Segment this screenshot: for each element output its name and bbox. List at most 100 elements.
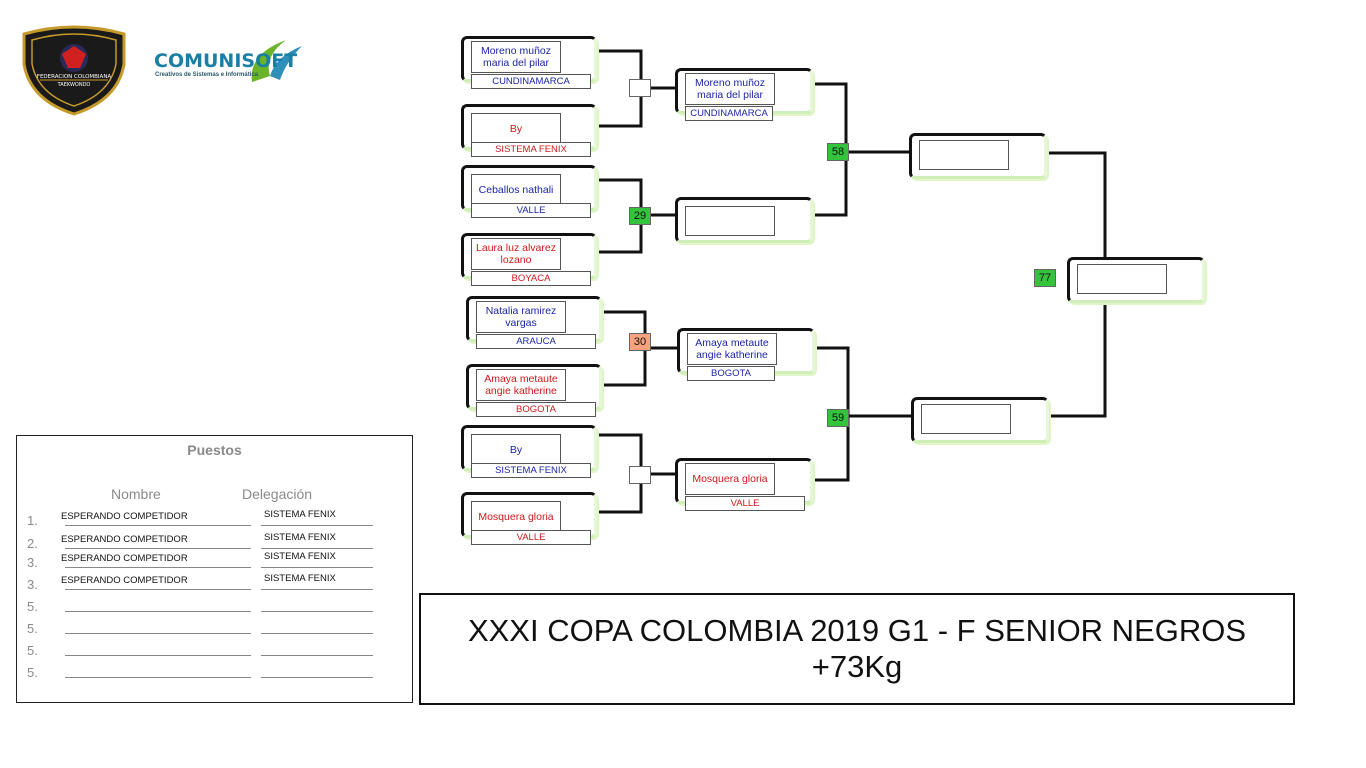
brand-name: COMUNISOFT — [154, 50, 298, 72]
svg-text:FEDERACION COLOMBIANA: FEDERACION COLOMBIANA — [37, 74, 112, 80]
underline — [65, 567, 251, 568]
competitor-slot[interactable] — [675, 197, 813, 243]
tournament-title: XXXI COPA COLOMBIA 2019 G1 - F SENIOR NE… — [467, 613, 1247, 684]
underline — [65, 611, 251, 612]
standings-title: Puestos — [187, 442, 242, 458]
competitor-name: By — [471, 434, 561, 466]
underline — [261, 525, 373, 526]
competitor-name: By — [471, 113, 561, 145]
underline — [261, 633, 373, 634]
comunisoft-logo: COMUNISOFT Creativos de Sistemas e Infor… — [154, 36, 330, 92]
column-header-nombre: Nombre — [111, 486, 161, 502]
standings-row: 3. ESPERANDO COMPETIDOR SISTEMA FENIX — [17, 573, 412, 595]
standings-row: 5. — [17, 597, 412, 617]
svg-text:TAEKWONDO: TAEKWONDO — [57, 82, 91, 88]
column-header-delegacion: Delegación — [242, 486, 313, 502]
underline — [261, 677, 373, 678]
competitor-slot[interactable]: Laura luz alvarez lozano BOYACA — [461, 233, 597, 286]
underline — [65, 525, 251, 526]
match-number-badge: 30 — [629, 333, 651, 351]
place-name: ESPERANDO COMPETIDOR — [61, 553, 188, 564]
competitor-delegation: BOYACA — [471, 271, 591, 286]
competitor-name: Ceballos nathali — [471, 174, 561, 206]
standings-panel: Puestos Nombre Delegación 1. ESPERANDO C… — [16, 435, 413, 703]
underline — [65, 655, 251, 656]
tournament-title-box: XXXI COPA COLOMBIA 2019 G1 - F SENIOR NE… — [419, 593, 1295, 705]
competitor-delegation: CUNDINAMARCA — [471, 74, 591, 89]
federation-logo: FEDERACION COLOMBIANA TAEKWONDO — [22, 25, 126, 116]
match-number-badge — [629, 466, 651, 484]
place-number: 5. — [27, 665, 38, 680]
standings-row: 1. ESPERANDO COMPETIDOR SISTEMA FENIX — [17, 509, 412, 531]
place-number: 5. — [27, 643, 38, 658]
underline — [261, 567, 373, 568]
underline — [261, 655, 373, 656]
competitor-delegation: VALLE — [685, 496, 805, 511]
competitor-slot[interactable]: By SISTEMA FENIX — [461, 104, 597, 157]
place-delegation: SISTEMA FENIX — [264, 551, 336, 562]
competitor-slot[interactable]: By SISTEMA FENIX — [461, 425, 597, 478]
match-number-badge: 29 — [629, 207, 651, 225]
competitor-delegation: BOGOTA — [687, 366, 775, 381]
brand-tagline: Creativos de Sistemas e Informática — [155, 72, 259, 78]
competitor-slot[interactable]: Moreno muñoz maria del pilar CUNDINAMARC… — [675, 68, 813, 121]
competitor-name: Laura luz alvarez lozano — [471, 238, 561, 270]
place-delegation: SISTEMA FENIX — [264, 532, 336, 543]
place-delegation: SISTEMA FENIX — [264, 573, 336, 584]
semifinal-slot[interactable] — [909, 133, 1047, 179]
competitor-name: Mosquera gloria — [685, 463, 775, 495]
competitor-name: Mosquera gloria — [471, 501, 561, 533]
place-number: 2. — [27, 536, 38, 551]
competitor-name — [1077, 264, 1167, 294]
competitor-name — [685, 206, 775, 236]
competitor-delegation: VALLE — [471, 530, 591, 545]
place-name: ESPERANDO COMPETIDOR — [61, 534, 188, 545]
competitor-delegation: ARAUCA — [476, 334, 596, 349]
match-number-badge: 77 — [1034, 269, 1056, 287]
competitor-slot[interactable]: Mosquera gloria VALLE — [461, 492, 597, 545]
standings-row: 5. — [17, 619, 412, 639]
place-number: 1. — [27, 513, 38, 528]
underline — [65, 548, 251, 549]
competitor-slot[interactable]: Natalia ramirez vargas ARAUCA — [466, 296, 602, 349]
place-number: 3. — [27, 577, 38, 592]
underline — [65, 589, 251, 590]
underline — [65, 677, 251, 678]
competitor-name: Moreno muñoz maria del pilar — [685, 73, 775, 105]
place-number: 3. — [27, 555, 38, 570]
match-number-badge: 59 — [827, 409, 849, 427]
match-number-badge: 58 — [827, 143, 849, 161]
competitor-delegation: BOGOTA — [476, 402, 596, 417]
standings-row: 3. ESPERANDO COMPETIDOR SISTEMA FENIX — [17, 551, 412, 573]
semifinal-slot[interactable] — [911, 397, 1049, 443]
competitor-slot[interactable]: Mosquera gloria VALLE — [675, 458, 813, 511]
competitor-delegation: SISTEMA FENIX — [471, 142, 591, 157]
standings-row: 2. ESPERANDO COMPETIDOR SISTEMA FENIX — [17, 532, 412, 554]
competitor-slot[interactable]: Amaya metaute angie katherine BOGOTA — [677, 328, 815, 381]
place-delegation: SISTEMA FENIX — [264, 509, 336, 520]
underline — [261, 611, 373, 612]
place-number: 5. — [27, 599, 38, 614]
match-number-badge — [629, 79, 651, 97]
competitor-slot[interactable]: Ceballos nathali VALLE — [461, 165, 597, 218]
final-slot[interactable] — [1067, 257, 1205, 303]
competitor-name — [921, 404, 1011, 434]
underline — [65, 633, 251, 634]
competitor-delegation: VALLE — [471, 203, 591, 218]
place-name: ESPERANDO COMPETIDOR — [61, 511, 188, 522]
standings-row: 5. — [17, 663, 412, 683]
competitor-name: Natalia ramirez vargas — [476, 301, 566, 333]
place-name: ESPERANDO COMPETIDOR — [61, 575, 188, 586]
underline — [261, 548, 373, 549]
place-number: 5. — [27, 621, 38, 636]
competitor-slot[interactable]: Amaya metaute angie katherine BOGOTA — [466, 364, 602, 417]
competitor-name — [919, 140, 1009, 170]
competitor-name: Moreno muñoz maria del pilar — [471, 41, 561, 73]
competitor-slot[interactable]: Moreno muñoz maria del pilar CUNDINAMARC… — [461, 36, 597, 89]
competitor-delegation: SISTEMA FENIX — [471, 463, 591, 478]
competitor-name: Amaya metaute angie katherine — [687, 333, 777, 365]
competitor-delegation: CUNDINAMARCA — [685, 106, 773, 121]
competitor-name: Amaya metaute angie katherine — [476, 369, 566, 401]
standings-row: 5. — [17, 641, 412, 661]
swoosh-icon — [251, 40, 302, 82]
